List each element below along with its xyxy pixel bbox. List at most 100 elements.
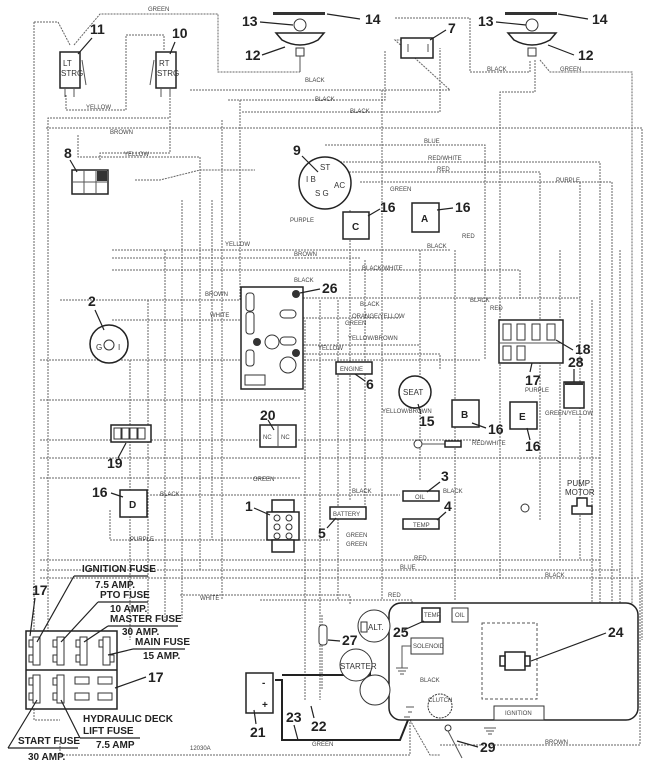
wire-label-purple-1: PURPLE — [556, 178, 580, 184]
left-steering-label-1: LT — [63, 59, 72, 68]
wire-black-white — [112, 269, 521, 300]
wire-label-green-3: GREEN — [253, 477, 274, 483]
relay-c: C 16 — [342, 199, 396, 240]
wire-label-green-yellow: GREEN/YELLOW — [545, 411, 593, 417]
temp-module-label: TEMP — [413, 523, 430, 529]
wire-label-red-white: RED/WHITE — [428, 156, 462, 162]
wire-label-black-headlight: BLACK — [487, 67, 507, 73]
callout-5: 5 — [318, 525, 326, 541]
left-steering-label-2: STRG — [61, 69, 83, 78]
wire-label-black-9: BLACK — [352, 489, 372, 495]
callout-16-d: 16 — [92, 484, 108, 500]
ignition-switch: ST I B AC S G 9 — [293, 142, 352, 210]
diode-27: 27 — [318, 624, 358, 648]
wire-label-black-5: BLACK — [294, 278, 314, 284]
fuse-block: 18 17 — [498, 319, 591, 388]
callout-27: 27 — [342, 632, 358, 648]
wire-label-black-4: BLACK — [427, 244, 447, 250]
ignition-pin-st: ST — [320, 163, 330, 172]
legend-fuse-slots-empty — [74, 676, 113, 701]
callout-3: 3 — [441, 468, 449, 484]
callout-6: 6 — [366, 376, 374, 392]
wire-red-white — [340, 161, 601, 640]
wire-label-black-6: BLACK — [360, 302, 380, 308]
wire-label-green-top: GREEN — [148, 7, 169, 13]
legend-fuse-main — [98, 636, 115, 666]
callout-11: 11 — [90, 21, 105, 37]
wire-label-brown-1: BROWN — [110, 130, 133, 136]
nc-switch-label-a: NC — [263, 435, 272, 441]
pump-motor: PUMP MOTOR — [520, 479, 595, 515]
legend-ignition-rating: 7.5 AMP. — [95, 580, 135, 591]
legend-start-rating: 30 AMP. — [28, 752, 65, 763]
wire-label-purple-3: PURPLE — [525, 388, 549, 394]
legend-pto-rating: 10 AMP. — [110, 604, 147, 615]
wire-brown-bottom — [440, 580, 641, 746]
legend-master-name: MASTER FUSE — [110, 614, 182, 625]
callout-14-right: 14 — [592, 11, 608, 27]
callout-12-right: 12 — [578, 47, 594, 63]
seat-switch: SEAT 15 — [398, 375, 435, 429]
ignition-pin-ib: I B — [306, 175, 316, 184]
wire-black-top-1 — [47, 95, 171, 705]
engine-module-label: ENGINE — [340, 367, 363, 373]
wire-green-left — [33, 22, 60, 721]
temp-module: TEMP 4 — [402, 498, 452, 530]
callout-29: 29 — [480, 739, 496, 755]
legend-master-rating: 30 AMP. — [122, 627, 159, 638]
wire-label-red-2: RED — [462, 234, 475, 240]
relay-d-glyph: D — [129, 500, 136, 511]
wire-yellow-signals — [65, 34, 165, 111]
wire-label-green-4: GREEN — [346, 533, 367, 539]
callout-15: 15 — [419, 413, 435, 429]
wire-trunk-1 — [46, 127, 643, 640]
wire-label-red-white-2: RED/WHITE — [472, 441, 506, 447]
callout-9: 9 — [293, 142, 301, 158]
wire-label-black-10: BLACK — [443, 489, 463, 495]
battery-minus: - — [262, 678, 265, 689]
left-steering-switch: LT STRG 11 — [59, 21, 105, 97]
wire-label-yellow-4: YELLOW — [318, 346, 343, 352]
wire-brown — [77, 135, 201, 570]
relay-a: A 16 — [411, 199, 471, 233]
callout-24: 24 — [608, 624, 624, 640]
light-switch-pin-g: G — [96, 343, 102, 352]
wire-label-brown-3: BROWN — [205, 292, 228, 298]
ignition-module-label: IGNITION — [505, 711, 532, 717]
wire-label-green-headlight: GREEN — [560, 67, 581, 73]
wire-label-black-white: BLACK/WHITE — [362, 266, 403, 272]
battery: - + 21 23 22 — [245, 672, 327, 741]
wire-red-bottom — [260, 599, 413, 610]
control-module: 26 — [240, 280, 338, 390]
legend-fuse-start — [28, 674, 41, 704]
left-headlight: 13 12 14 — [242, 11, 381, 72]
callout-13-right: 13 — [478, 13, 494, 29]
callout-16-b: 16 — [488, 421, 504, 437]
callout-8: 8 — [64, 145, 72, 161]
fuse-legend: 17 17 IGNITION FUSE 7.5 AMP. PTO FUSE 10… — [7, 564, 211, 763]
wire-label-purple-4: PURPLE — [130, 537, 154, 543]
wire-label-blue-2: BLUE — [400, 565, 416, 571]
wire-label-brown-4: BROWN — [545, 740, 568, 746]
wire-label-black-8: BLACK — [160, 492, 180, 498]
wire-green-top — [34, 13, 300, 73]
callout-21: 21 — [250, 724, 266, 740]
callout-22: 22 — [311, 718, 327, 734]
oil-module-label: OIL — [415, 495, 425, 501]
callout-18: 18 — [575, 341, 591, 357]
alternator-label: ALT. — [368, 623, 383, 632]
right-steering-switch: RT STRG 10 — [149, 25, 188, 97]
ignition-pin-sg: S G — [315, 189, 329, 198]
callout-17-diagram: 17 — [525, 372, 541, 388]
wire-black-mid-1 — [135, 169, 255, 181]
temp-sender-label: TEMP — [424, 613, 441, 619]
connector-8: 8 — [64, 145, 109, 195]
wires — [33, 13, 643, 756]
wire-black-2 — [228, 50, 386, 101]
ground-terminal — [413, 439, 462, 449]
legend-main-rating: 15 AMP. — [143, 651, 180, 662]
wire-label-yellow-3: YELLOW — [225, 242, 250, 248]
clutch-label: CLUTCH — [428, 698, 452, 704]
relay-d: D 16 — [92, 484, 148, 518]
